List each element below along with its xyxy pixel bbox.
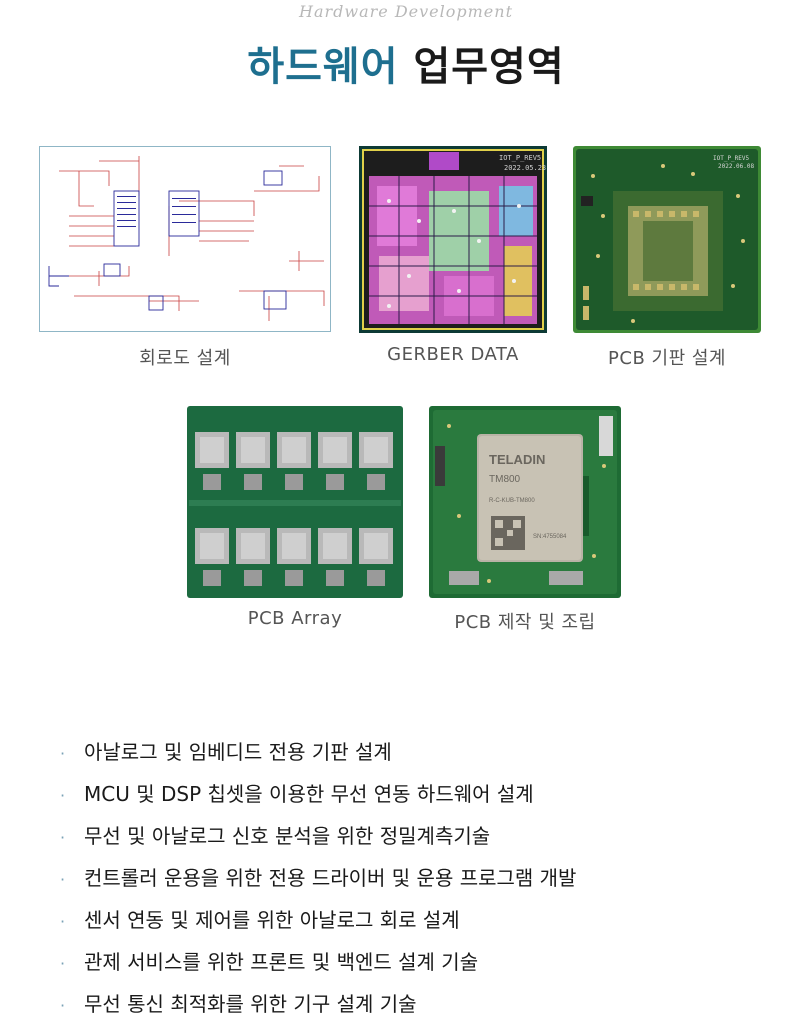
list-item-text: 관제 서비스를 위한 프론트 및 백엔드 설계 기술: [84, 950, 479, 974]
pcb-board-image: IOT_P_REV5 2022.06.08: [573, 146, 761, 333]
caption-pcb-assembly: PCB 제작 및 조립: [454, 612, 596, 633]
bullet-marker: ·: [60, 912, 66, 931]
bullet-marker: ·: [60, 828, 66, 847]
list-item-text: 센서 연동 및 제어를 위한 아날로그 회로 설계: [84, 908, 460, 932]
module-serial: SN:4755084: [533, 534, 567, 540]
title-highlight: 하드웨어: [247, 44, 399, 90]
module-model: TM800: [489, 474, 521, 485]
pcb-board-label: IOT_P_REV5: [713, 155, 750, 162]
caption-schematic: 회로도 설계: [139, 348, 231, 369]
pcb-array-image: [187, 406, 403, 598]
module-brand: TELADIN: [489, 452, 545, 467]
title-rest: 업무영역: [398, 44, 565, 90]
list-item: · MCU 및 DSP 칩셋을 이용한 무선 연동 하드웨어 설계: [60, 778, 534, 808]
list-item: · 아날로그 및 임베디드 전용 기판 설계: [60, 736, 392, 766]
section-eyebrow: Hardware Development: [299, 2, 513, 21]
gerber-board-label: IOT_P_REV5: [499, 154, 541, 162]
list-item: · 컨트롤러 운용을 위한 전용 드라이버 및 운용 프로그램 개발: [60, 862, 576, 892]
page-title: 하드웨어 업무영역: [0, 34, 812, 92]
pcb-board-date: 2022.06.08: [718, 163, 755, 170]
list-item: · 센서 연동 및 제어를 위한 아날로그 회로 설계: [60, 904, 460, 934]
schematic-image: [39, 146, 331, 332]
list-item: · 관제 서비스를 위한 프론트 및 백엔드 설계 기술: [60, 946, 478, 976]
list-item-text: 컨트롤러 운용을 위한 전용 드라이버 및 운용 프로그램 개발: [84, 866, 577, 890]
caption-gerber: GERBER DATA: [387, 344, 519, 365]
bullet-marker: ·: [60, 744, 66, 763]
list-item: · 무선 및 아날로그 신호 분석을 위한 정밀계측기술: [60, 820, 490, 850]
caption-pcb-board: PCB 기판 설계: [608, 348, 726, 369]
bullet-marker: ·: [60, 870, 66, 889]
list-item-text: 무선 및 아날로그 신호 분석을 위한 정밀계측기술: [84, 824, 491, 848]
list-item: · 무선 통신 최적화를 위한 기구 설계 기술: [60, 988, 417, 1018]
list-item-text: 무선 통신 최적화를 위한 기구 설계 기술: [84, 992, 417, 1016]
pcb-assembly-image: TELADIN TM800 R-C-KUB-TM800 SN:4755084: [429, 406, 621, 598]
caption-pcb-array: PCB Array: [247, 608, 343, 629]
gerber-board-date: 2022.05.23: [504, 164, 546, 172]
gerber-image: IOT_P_REV5 2022.05.23: [359, 146, 547, 333]
bullet-marker: ·: [60, 996, 66, 1015]
list-item-text: 아날로그 및 임베디드 전용 기판 설계: [84, 740, 392, 764]
list-item-text: MCU 및 DSP 칩셋을 이용한 무선 연동 하드웨어 설계: [84, 782, 534, 806]
bullet-marker: ·: [60, 954, 66, 973]
bullet-marker: ·: [60, 786, 66, 805]
module-cert: R-C-KUB-TM800: [489, 498, 535, 504]
